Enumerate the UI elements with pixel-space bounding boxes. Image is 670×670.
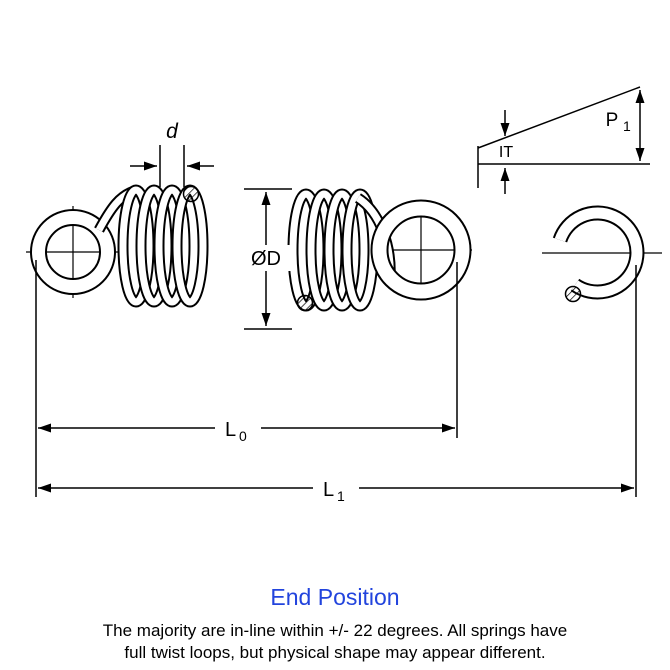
left-coil-group (117, 184, 209, 308)
spring-technical-drawing: d IT P 1 ØD (26, 86, 662, 504)
wire-diameter-label: d (166, 120, 179, 143)
initial-tension-and-load-dimension: IT P 1 (477, 86, 650, 194)
right-hook (354, 193, 472, 301)
load-label-subscript: 1 (623, 118, 631, 134)
free-length-label-subscript: 0 (239, 428, 247, 444)
end-position-heading: End Position (270, 584, 400, 610)
caption-line-1: The majority are in-line within +/- 22 d… (102, 621, 568, 640)
end-position-hook (552, 205, 645, 303)
initial-tension-label: IT (499, 144, 513, 161)
wire-diameter-dimension: d (130, 120, 214, 187)
overall-length-label-subscript: 1 (337, 488, 345, 504)
wire-end-cross-section (182, 185, 200, 203)
wire-end-cross-section (296, 294, 314, 312)
dimension-label-mask (240, 245, 292, 271)
free-length-dimension: L 0 (35, 260, 458, 497)
overall-length-label: L (323, 479, 334, 501)
wire-end-cross-section (564, 285, 582, 303)
caption-line-2: full twist loops, but physical shape may… (124, 643, 546, 662)
overall-length-dimension: L 1 (38, 265, 637, 504)
outer-diameter-dimension: ØD (240, 188, 292, 330)
outer-diameter-label: ØD (251, 248, 281, 270)
free-length-label: L (225, 419, 236, 441)
spring-body (30, 184, 645, 312)
caption: The majority are in-line within +/- 22 d… (0, 620, 670, 664)
right-coil-group (287, 188, 379, 312)
load-label: P (606, 110, 619, 131)
